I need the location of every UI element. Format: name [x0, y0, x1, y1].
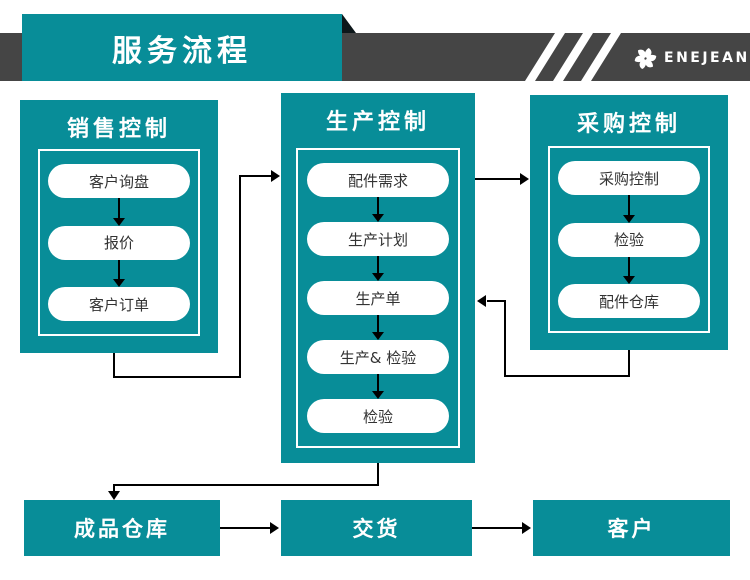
- step-pill: 配件需求: [307, 163, 449, 197]
- down-arrow-icon: [622, 195, 636, 223]
- panel-title: 销售控制: [66, 117, 171, 142]
- left-arrow-icon: [477, 295, 486, 307]
- step-pill: 采购控制: [558, 161, 700, 195]
- panel-sales-control: 销售控制 客户询盘 报价 客户订单: [20, 100, 218, 353]
- right-arrow-icon: [271, 170, 280, 182]
- down-arrow-icon: [371, 374, 385, 399]
- pinwheel-flower-icon: [634, 47, 657, 69]
- step-pill: 生产& 检验: [307, 340, 449, 374]
- down-arrow-icon: [108, 491, 120, 500]
- step-pill: 配件仓库: [558, 284, 700, 318]
- step-pill: 客户订单: [48, 287, 190, 321]
- step-pill: 检验: [307, 399, 449, 433]
- down-arrow-icon: [112, 259, 126, 288]
- panel-inner-frame: 配件需求 生产计划 生产单 生产& 检验 检验: [296, 148, 460, 448]
- panel-inner-frame: 客户询盘 报价 客户订单: [38, 149, 200, 336]
- right-arrow-icon: [270, 522, 279, 534]
- panel-purchasing-control: 采购控制 采购控制 检验 配件仓库: [530, 95, 728, 350]
- panel-production-control: 生产控制 配件需求 生产计划 生产单 生产& 检验 检验: [281, 93, 475, 463]
- step-pill: 客户询盘: [48, 164, 190, 198]
- box-delivery: 交货: [281, 500, 472, 556]
- brand-logo: ENEJEAN: [634, 45, 750, 71]
- down-arrow-icon: [371, 315, 385, 340]
- corner-fold-shape: [342, 14, 356, 33]
- step-pill: 报价: [48, 225, 190, 260]
- down-arrow-icon: [112, 198, 126, 226]
- down-arrow-icon: [622, 256, 636, 285]
- box-customer: 客户: [533, 500, 730, 556]
- right-arrow-icon: [520, 173, 529, 185]
- brand-name: ENEJEAN: [664, 50, 750, 66]
- page-title: 服务流程: [112, 33, 252, 69]
- down-arrow-icon: [371, 256, 385, 281]
- panel-inner-frame: 采购控制 检验 配件仓库: [548, 146, 710, 333]
- panel-title: 生产控制: [325, 110, 430, 135]
- step-pill: 生产单: [307, 281, 449, 315]
- panel-title: 采购控制: [576, 112, 681, 137]
- step-pill: 生产计划: [307, 222, 449, 256]
- down-arrow-icon: [371, 197, 385, 222]
- page-title-box: 服务流程: [22, 14, 342, 81]
- right-arrow-icon: [522, 522, 531, 534]
- step-pill: 检验: [558, 222, 700, 257]
- box-finished-goods-warehouse: 成品仓库: [24, 500, 220, 556]
